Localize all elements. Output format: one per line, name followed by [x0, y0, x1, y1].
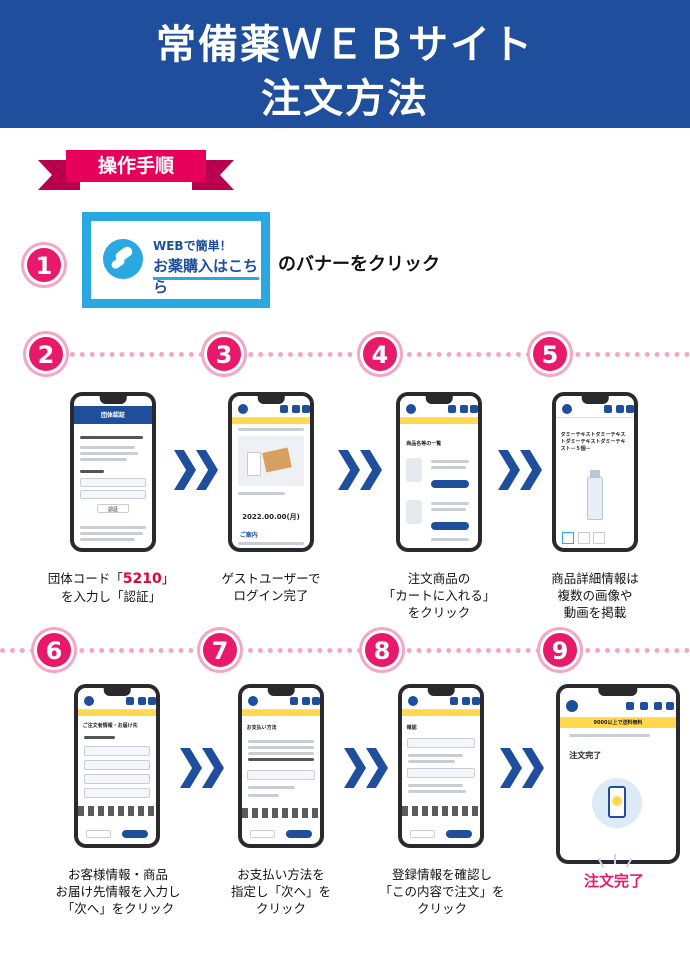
phone5-product-name: ダミーテキストダミーテキストダミーテキストダミーテキスト－５個－ — [560, 432, 626, 452]
ribbon-label: 操作手順 — [66, 150, 206, 182]
arrow-icon-3-4 — [338, 450, 386, 490]
caption-step7: お支払い方法を指定し「次へ」をクリック — [230, 867, 331, 916]
banner-line2: お薬購入はこちら — [153, 257, 259, 296]
arrow-icon-8-9 — [500, 748, 548, 788]
phone-step2: 団体認証 認証 — [70, 392, 156, 552]
caption-step4: 注文商品の「カートに入れる」をクリック — [382, 571, 496, 620]
order-complete-label: 注文完了 — [584, 872, 645, 890]
step-number-6: 6 — [34, 630, 74, 670]
step-number-1: 1 — [24, 245, 64, 285]
phone9-title: 注文完了 — [569, 751, 602, 760]
phone2-auth-btn[interactable]: 認証 — [107, 507, 118, 513]
caption-step3: ゲストユーザーでログイン完了 — [221, 571, 321, 603]
phone-step4: 商品名等の一覧 — [396, 392, 482, 552]
phone3-banner-image — [238, 436, 304, 486]
arrow-icon-7-8 — [344, 748, 392, 788]
complete-phone-icon — [592, 778, 643, 828]
arrow-icon-4-5 — [498, 450, 546, 490]
caption-step2: 団体コード「5210」 を入力し「認証」 — [47, 571, 175, 604]
caption-step5: 商品詳細情報は複数の画像や動画を掲載 — [551, 571, 639, 620]
phone9-shipping-banner: 9000以上で送料無料 — [560, 718, 676, 728]
page-title-line1: 常備薬ＷＥＢサイト — [156, 22, 534, 68]
step-number-7: 7 — [200, 630, 240, 670]
phone2-heading: 団体認証 — [100, 412, 125, 419]
step-number-4: 4 — [360, 334, 400, 374]
phone-step8: 確認 — [398, 684, 484, 848]
step-number-3: 3 — [204, 334, 244, 374]
group-code: 5210 — [122, 571, 162, 587]
caption-step8: 登録情報を確認し「この内容で注文」をクリック — [379, 867, 505, 916]
phone-step5: ダミーテキストダミーテキストダミーテキストダミーテキスト－５個－ — [552, 392, 638, 552]
row2-dotted-line — [0, 648, 690, 653]
phone-step7: お支払い方法 — [238, 684, 324, 848]
step-number-2: 2 — [26, 334, 66, 374]
pill-logo-icon — [103, 239, 143, 279]
page-title-line2: 注文方法 — [261, 76, 429, 122]
banner-underline — [153, 277, 259, 280]
caption-step6: お客様情報・商品お届け先情報を入力し「次へ」をクリック — [55, 867, 181, 916]
phone6-title: ご注文者情報・お届け先 — [82, 723, 138, 729]
step-number-5: 5 — [530, 334, 570, 374]
procedure-ribbon: 操作手順 — [38, 146, 234, 194]
banner-line1: WEBで簡単！ — [153, 239, 232, 253]
phone8-title: 確認 — [406, 725, 417, 731]
phone4-title: 商品名等の一覧 — [406, 441, 442, 447]
step-number-8: 8 — [362, 630, 402, 670]
medicine-purchase-banner[interactable]: WEBで簡単！ お薬購入はこちら — [82, 212, 270, 308]
step-number-9: 9 — [540, 630, 580, 670]
step1-instruction: のバナーをクリック — [278, 254, 440, 275]
banner-inner: WEBで簡単！ お薬購入はこちら — [91, 221, 261, 299]
product-bottle-image — [587, 476, 603, 520]
sparkle-icon — [614, 854, 616, 864]
phone3-notice: ご案内 — [239, 532, 258, 539]
phone-step3: 2022.00.00(月) ご案内 — [228, 392, 314, 552]
phone-step6: ご注文者情報・お届け先 — [74, 684, 160, 848]
phone7-title: お支払い方法 — [246, 725, 277, 731]
arrow-icon-2-3 — [174, 450, 222, 490]
arrow-icon-6-7 — [180, 748, 228, 788]
phone3-date: 2022.00.00(月) — [242, 513, 300, 521]
phone-step9: 9000以上で送料無料 注文完了 — [556, 684, 680, 864]
page-header: 常備薬ＷＥＢサイト 注文方法 — [0, 0, 690, 128]
